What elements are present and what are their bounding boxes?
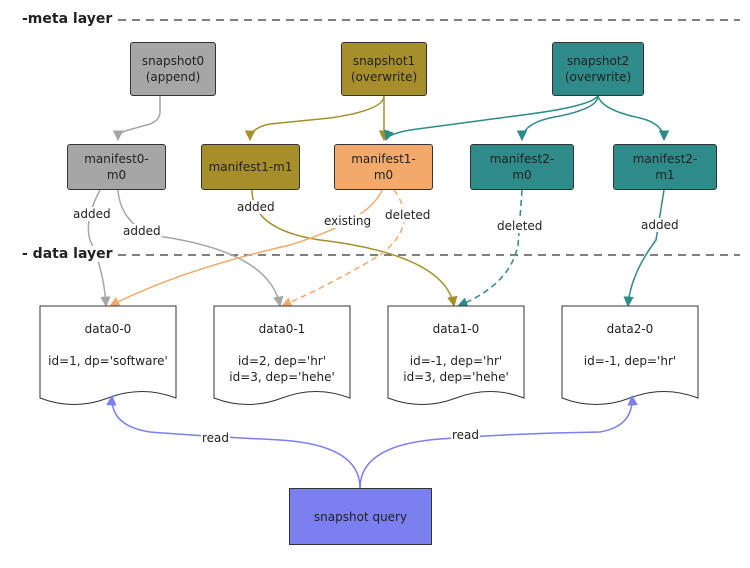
edge-label-read-left: read (201, 431, 231, 445)
snapshot1-node[interactable]: snapshot1 (overwrite) (341, 42, 427, 96)
data10-shape (387, 305, 525, 405)
snapshot0-node[interactable]: snapshot0 (append) (130, 42, 216, 96)
manifest1-m0-node[interactable]: manifest1- m0 (334, 144, 433, 190)
edge-manifest2m1-data20 (623, 189, 665, 308)
data00-title: data0-0 (84, 322, 132, 336)
edge-label-m1m0-existing: existing (323, 214, 373, 228)
edge-snapshot0-manifest0 (112, 96, 161, 142)
data01-row1: id=2, dep='hr' (237, 354, 327, 368)
snapshot-query-node[interactable]: snapshot query (289, 488, 432, 545)
edge-query-read-left (106, 394, 361, 489)
data01-shape (213, 305, 351, 405)
manifest1-m1-label: manifest1-m1 (208, 160, 293, 174)
snapshot0-mode: (append) (145, 70, 201, 84)
manifest1-m0-label-line1: manifest1- (351, 152, 416, 166)
edge-manifest2m0-data10-deleted (457, 189, 523, 308)
snapshot1-mode: (overwrite) (350, 70, 418, 84)
manifest0-m0-label-line2: m0 (106, 168, 127, 182)
edge-label-m0-added-left: added (72, 207, 112, 221)
edge-manifest1m0-data00-existing (109, 189, 383, 307)
snapshot2-node[interactable]: snapshot2 (overwrite) (552, 42, 644, 96)
edge-snapshot2-manifest2m1 (597, 95, 670, 142)
manifest2-m1-label-line2: m1 (655, 168, 675, 182)
data10-row2: id=3, dep='hehe' (403, 370, 509, 384)
edge-label-m2m1-added: added (640, 218, 680, 232)
data-layer-label: - data layer (20, 246, 117, 262)
edge-label-m2m0-deleted: deleted (496, 219, 544, 233)
data00-row1: id=1, dp='software' (48, 354, 168, 368)
snapshot2-mode: (overwrite) (564, 70, 632, 84)
edge-label-read-right: read (451, 428, 481, 442)
manifest0-m0-node[interactable]: manifest0- m0 (67, 144, 166, 190)
data20-title: data2-0 (606, 322, 654, 336)
manifest2-m0-node[interactable]: manifest2- m0 (470, 144, 574, 190)
manifest1-m1-node[interactable]: manifest1-m1 (201, 144, 300, 190)
edge-snapshot1-manifest1m1 (244, 95, 385, 142)
edge-label-m1m0-deleted: deleted (384, 208, 432, 222)
snapshot-query-label: snapshot query (313, 509, 408, 524)
manifest2-m1-node[interactable]: manifest2- m1 (613, 144, 717, 190)
data01-row2: id=3, dep='hehe' (229, 370, 335, 384)
meta-layer-label: -meta layer (20, 11, 117, 27)
data01-title: data0-1 (258, 322, 306, 336)
edge-query-read-right (359, 394, 638, 489)
data10-title: data1-0 (432, 322, 480, 336)
manifest2-m0-label-line1: manifest2- (489, 152, 555, 166)
manifest2-m0-label-line2: m0 (512, 168, 532, 182)
snapshot2-name: snapshot2 (566, 54, 630, 68)
manifest1-m0-label-line2: m0 (373, 168, 394, 182)
edge-manifest0-data01 (117, 189, 284, 308)
snapshot1-name: snapshot1 (352, 54, 416, 68)
manifest2-m1-label-line1: manifest2- (632, 152, 698, 166)
edge-snapshot2-manifest1m0 (384, 95, 599, 141)
manifest0-m0-label-line1: manifest0- (84, 152, 149, 166)
snapshot0-name: snapshot0 (141, 54, 205, 68)
data10-row1: id=-1, dep='hr' (409, 354, 503, 368)
data20-row1: id=-1, dep='hr' (583, 354, 677, 368)
edge-label-m0-added-right: added (122, 224, 162, 238)
edge-snapshot2-manifest2m0 (516, 95, 599, 142)
edge-label-m1m1-added: added (236, 200, 276, 214)
